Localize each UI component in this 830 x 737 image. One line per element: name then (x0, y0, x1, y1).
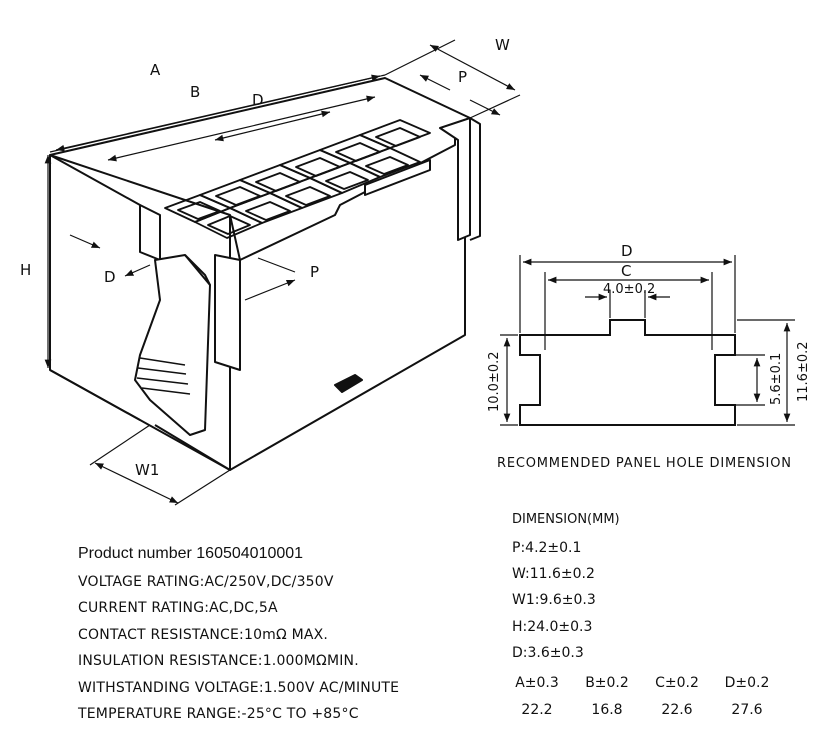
spec-voltage: VOLTAGE RATING:AC/250V,DC/350V (78, 574, 334, 590)
table-header: C±0.2 (655, 675, 699, 691)
table-value: 16.8 (591, 702, 623, 718)
spec-current: CURRENT RATING:AC,DC,5A (78, 600, 278, 616)
panel-label-height-left: 10.0±0.2 (487, 351, 502, 412)
dim-label-b: B (190, 83, 200, 101)
connector-front-face (229, 215, 466, 471)
dim-label-p-top: P (458, 68, 467, 86)
table-header: A±0.3 (515, 675, 559, 691)
dim-label-a: A (150, 61, 161, 79)
dimension-w: W:11.6±0.2 (512, 566, 595, 582)
dim-label-w: W (495, 36, 510, 54)
table-value: 22.2 (521, 702, 553, 718)
connector-top-face (49, 77, 471, 261)
panel-label-d: D (621, 242, 633, 260)
table-header: D±0.2 (724, 675, 770, 691)
dim-label-p-front: P (310, 263, 319, 281)
table-value: 22.6 (661, 702, 693, 718)
connector-3d-view (49, 77, 481, 471)
panel-label-center: 4.0±0.2 (603, 282, 655, 297)
dim-label-d-left: D (104, 268, 116, 286)
dimension-w1: W1:9.6±0.3 (512, 592, 596, 608)
dimension-h: H:24.0±0.3 (512, 619, 593, 635)
spec-product-number: Product number 160504010001 (78, 545, 304, 562)
dimension-lines (44, 39, 521, 506)
spec-withstanding: WITHSTANDING VOLTAGE:1.500V AC/MINUTE (78, 680, 400, 696)
panel-label-height-inner: 5.6±0.1 (769, 353, 784, 405)
panel-dimension-labels: D C 4.0±0.2 10.0±0.2 5.6±0.1 11.6±0.2 (487, 242, 811, 412)
panel-hole-outline (519, 319, 736, 426)
connector-dimension-labels: A B D W P H D P W1 (20, 36, 510, 479)
panel-label-c: C (621, 262, 631, 280)
panel-dimension-lines (500, 255, 795, 426)
table-header: B±0.2 (585, 675, 629, 691)
spec-contact: CONTACT RESISTANCE:10mΩ MAX. (78, 627, 329, 643)
spec-temperature: TEMPERATURE RANGE:-25°C TO +85°C (78, 706, 359, 722)
dim-label-h: H (20, 261, 31, 279)
dim-label-d-top: D (252, 91, 264, 109)
dimension-d: D:3.6±0.3 (512, 645, 584, 661)
dimension-p: P:4.2±0.1 (512, 540, 582, 556)
panel-label-height-right: 11.6±0.2 (796, 341, 811, 402)
spec-insulation: INSULATION RESISTANCE:1.000MΩMIN. (78, 653, 359, 669)
panel-caption: RECOMMENDED PANEL HOLE DIMENSION (497, 456, 792, 471)
dimension-title: DIMENSION(MM) (512, 512, 620, 527)
table-value: 27.6 (731, 702, 763, 718)
dim-label-w1: W1 (135, 461, 159, 479)
